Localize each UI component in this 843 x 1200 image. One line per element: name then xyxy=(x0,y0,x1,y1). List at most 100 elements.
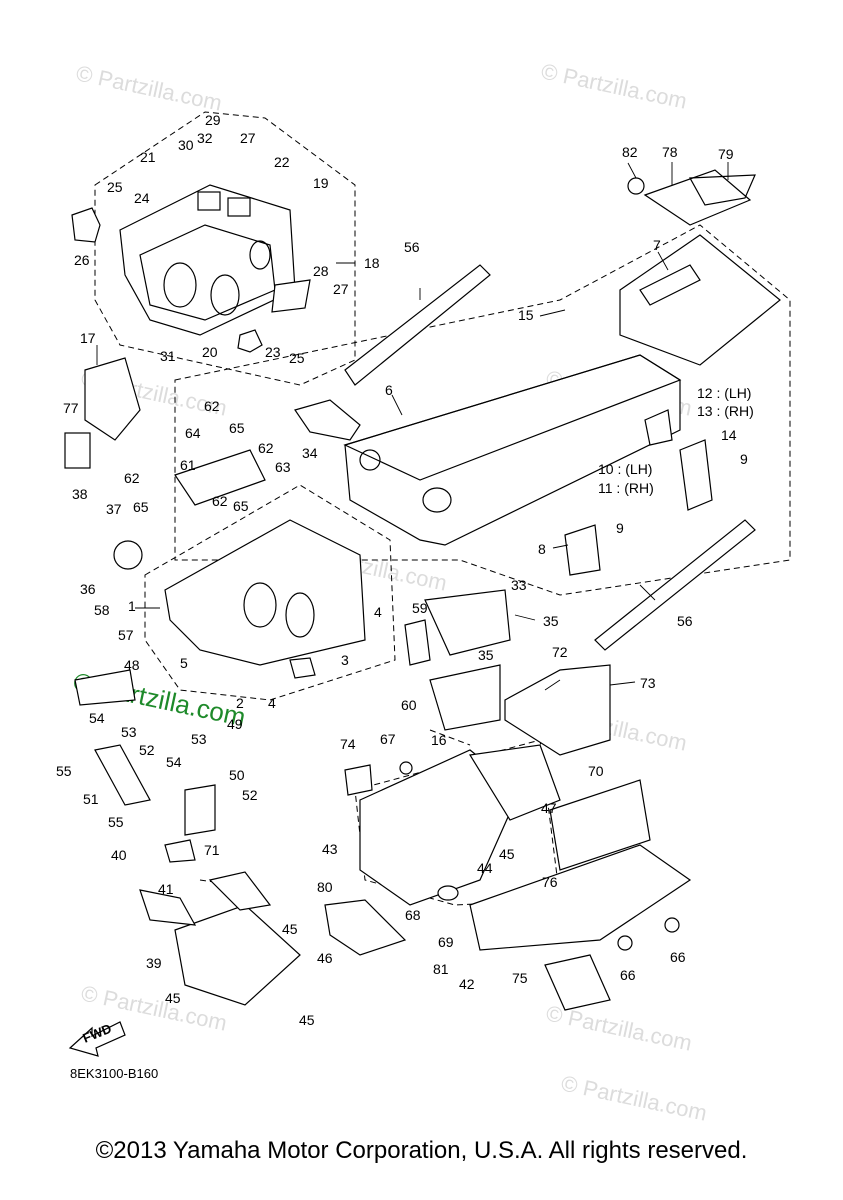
part-number-58[interactable]: 58 xyxy=(94,602,110,618)
part-number-56[interactable]: 56 xyxy=(677,613,693,629)
part-number-54[interactable]: 54 xyxy=(166,754,182,770)
part-number-6[interactable]: 6 xyxy=(385,382,393,398)
part-number-60[interactable]: 60 xyxy=(401,697,417,713)
part-number-9[interactable]: 9 xyxy=(616,520,624,536)
part-number-51[interactable]: 51 xyxy=(83,791,99,807)
part-number-35[interactable]: 35 xyxy=(543,613,559,629)
part-number-1[interactable]: 1 xyxy=(128,598,136,614)
part-number-9[interactable]: 9 xyxy=(740,451,748,467)
part-number-62[interactable]: 62 xyxy=(212,493,228,509)
part-number-54[interactable]: 54 xyxy=(89,710,105,726)
part-number-45[interactable]: 45 xyxy=(299,1012,315,1028)
part-number-7[interactable]: 7 xyxy=(653,237,661,253)
part-number-27[interactable]: 27 xyxy=(333,281,349,297)
part-number-62[interactable]: 62 xyxy=(204,398,220,414)
part-number-69[interactable]: 69 xyxy=(438,934,454,950)
part-number-33[interactable]: 33 xyxy=(511,577,527,593)
part-number-72[interactable]: 72 xyxy=(552,644,568,660)
part-number-19[interactable]: 19 xyxy=(313,175,329,191)
part-number-62[interactable]: 62 xyxy=(258,440,274,456)
part-number-53[interactable]: 53 xyxy=(121,724,137,740)
part-number-25[interactable]: 25 xyxy=(107,179,123,195)
part-number-70[interactable]: 70 xyxy=(588,763,604,779)
part-number-43[interactable]: 43 xyxy=(322,841,338,857)
part-number-23[interactable]: 23 xyxy=(265,344,281,360)
part-number-78[interactable]: 78 xyxy=(662,144,678,160)
part-number-38[interactable]: 38 xyxy=(72,486,88,502)
part-number-32[interactable]: 32 xyxy=(197,130,213,146)
part-number-16[interactable]: 16 xyxy=(431,732,447,748)
part-number-50[interactable]: 50 xyxy=(229,767,245,783)
part-number-14[interactable]: 14 xyxy=(721,427,737,443)
part-number-2[interactable]: 2 xyxy=(236,695,244,711)
part-number-24[interactable]: 24 xyxy=(134,190,150,206)
part-number-36[interactable]: 36 xyxy=(80,581,96,597)
part-number-15[interactable]: 15 xyxy=(518,307,534,323)
part-number-65[interactable]: 65 xyxy=(133,499,149,515)
part-number-67[interactable]: 67 xyxy=(380,731,396,747)
part-number-55[interactable]: 55 xyxy=(56,763,72,779)
part-number-18[interactable]: 18 xyxy=(364,255,380,271)
part-number-20[interactable]: 20 xyxy=(202,344,218,360)
part-number-55[interactable]: 55 xyxy=(108,814,124,830)
part-number-45[interactable]: 45 xyxy=(165,990,181,1006)
part-number-82[interactable]: 82 xyxy=(622,144,638,160)
part-number-77[interactable]: 77 xyxy=(63,400,79,416)
part-number-74[interactable]: 74 xyxy=(340,736,356,752)
part-number-34[interactable]: 34 xyxy=(302,445,318,461)
part-number-37[interactable]: 37 xyxy=(106,501,122,517)
part-number-42[interactable]: 42 xyxy=(459,976,475,992)
part-number-64[interactable]: 64 xyxy=(185,425,201,441)
part-number-11[interactable]: 11 : (RH) xyxy=(598,480,654,496)
part-number-30[interactable]: 30 xyxy=(178,137,194,153)
part-number-61[interactable]: 61 xyxy=(180,457,196,473)
part-number-8[interactable]: 8 xyxy=(538,541,546,557)
part-number-22[interactable]: 22 xyxy=(274,154,290,170)
part-number-45[interactable]: 45 xyxy=(499,846,515,862)
part-number-35[interactable]: 35 xyxy=(478,647,494,663)
part-number-5[interactable]: 5 xyxy=(180,655,188,671)
part-number-66[interactable]: 66 xyxy=(670,949,686,965)
part-number-10[interactable]: 10 : (LH) xyxy=(598,461,652,477)
part-number-21[interactable]: 21 xyxy=(140,149,156,165)
part-number-17[interactable]: 17 xyxy=(80,330,96,346)
part-number-66[interactable]: 66 xyxy=(620,967,636,983)
part-number-41[interactable]: 41 xyxy=(158,881,174,897)
part-number-31[interactable]: 31 xyxy=(160,348,176,364)
part-number-65[interactable]: 65 xyxy=(229,420,245,436)
part-number-4[interactable]: 4 xyxy=(268,695,276,711)
part-number-45[interactable]: 45 xyxy=(282,921,298,937)
part-number-59[interactable]: 59 xyxy=(412,600,428,616)
part-number-63[interactable]: 63 xyxy=(275,459,291,475)
part-number-40[interactable]: 40 xyxy=(111,847,127,863)
part-number-68[interactable]: 68 xyxy=(405,907,421,923)
part-number-48[interactable]: 48 xyxy=(124,657,140,673)
part-number-39[interactable]: 39 xyxy=(146,955,162,971)
part-number-81[interactable]: 81 xyxy=(433,961,449,977)
part-number-46[interactable]: 46 xyxy=(317,950,333,966)
part-number-12[interactable]: 12 : (LH) xyxy=(697,385,751,401)
part-number-53[interactable]: 53 xyxy=(191,731,207,747)
part-number-4[interactable]: 4 xyxy=(374,604,382,620)
part-number-49[interactable]: 49 xyxy=(227,716,243,732)
part-number-3[interactable]: 3 xyxy=(341,652,349,668)
part-number-65[interactable]: 65 xyxy=(233,498,249,514)
part-number-56[interactable]: 56 xyxy=(404,239,420,255)
part-number-57[interactable]: 57 xyxy=(118,627,134,643)
part-number-71[interactable]: 71 xyxy=(204,842,220,858)
part-number-44[interactable]: 44 xyxy=(477,860,493,876)
part-number-79[interactable]: 79 xyxy=(718,146,734,162)
part-number-52[interactable]: 52 xyxy=(139,742,155,758)
part-number-47[interactable]: 47 xyxy=(541,800,557,816)
part-number-29[interactable]: 29 xyxy=(205,112,221,128)
part-number-62[interactable]: 62 xyxy=(124,470,140,486)
part-number-76[interactable]: 76 xyxy=(542,874,558,890)
part-number-27[interactable]: 27 xyxy=(240,130,256,146)
part-number-73[interactable]: 73 xyxy=(640,675,656,691)
part-number-80[interactable]: 80 xyxy=(317,879,333,895)
part-number-25[interactable]: 25 xyxy=(289,350,305,366)
part-number-13[interactable]: 13 : (RH) xyxy=(697,403,754,419)
part-number-26[interactable]: 26 xyxy=(74,252,90,268)
part-number-28[interactable]: 28 xyxy=(313,263,329,279)
part-number-75[interactable]: 75 xyxy=(512,970,528,986)
